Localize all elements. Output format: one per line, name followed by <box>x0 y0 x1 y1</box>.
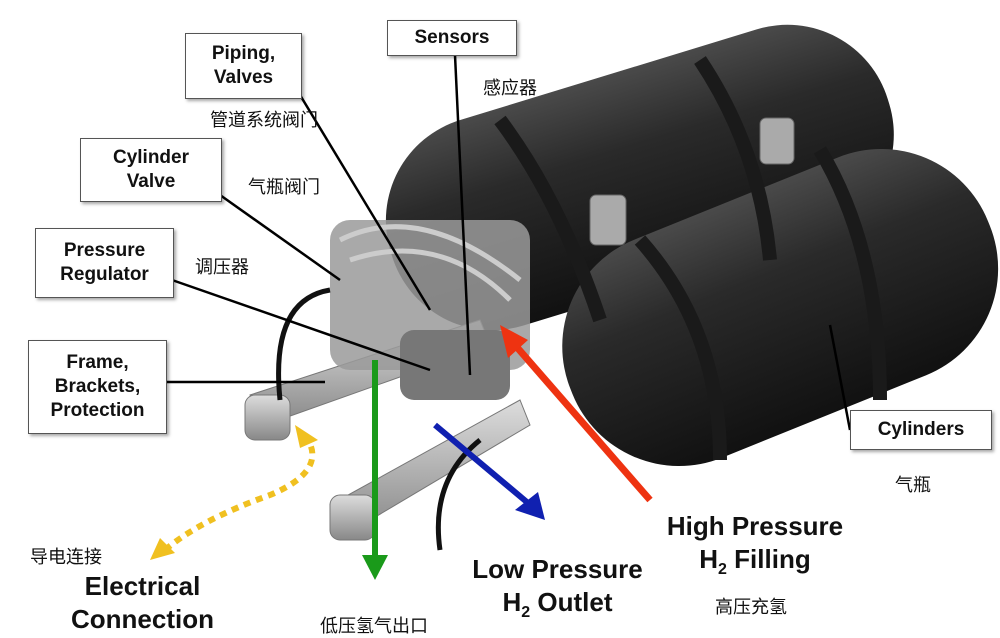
cylinder-valve-cn: 气瓶阀门 <box>248 177 320 198</box>
piping-cn: 管道系统阀门 <box>210 110 318 131</box>
low-pressure-arrow <box>362 360 388 580</box>
label-line: Regulator <box>60 264 149 285</box>
front-cylinder <box>562 148 999 466</box>
electrical-arrow <box>150 425 318 560</box>
label-line: High Pressure <box>666 511 844 541</box>
high-pressure-cn: 高压充氢 <box>715 597 787 618</box>
h-symbol: H <box>502 587 522 617</box>
outlet-arrow <box>433 422 545 520</box>
brackets <box>589 117 795 246</box>
cylinders-cn: 气瓶 <box>895 475 931 496</box>
low-pressure-outlet-label: Low Pressure H2 Outlet <box>455 553 660 629</box>
subscript: 2 <box>718 561 727 579</box>
label-line: H2 Outlet <box>455 586 660 629</box>
label-line: Brackets, <box>54 376 141 397</box>
sensors-cn: 感应器 <box>483 78 537 99</box>
pressure-regulator-label: Pressure Regulator <box>35 228 174 298</box>
sensors-label: Sensors <box>387 20 517 56</box>
label-line: Frame, <box>66 352 129 373</box>
low-pressure-cn: 低压氢气出口 <box>320 616 428 637</box>
label-line: Cylinders <box>877 419 965 440</box>
label-line: Sensors <box>414 27 490 48</box>
label-line: Connection <box>71 604 214 634</box>
label-line: Protection <box>50 400 145 421</box>
valve-assembly <box>276 220 530 551</box>
cylinders-label: Cylinders <box>850 410 992 450</box>
pressure-regulator-cn: 调压器 <box>195 257 249 278</box>
h-symbol: H <box>699 544 719 574</box>
cylinder-valve-label: Cylinder Valve <box>80 138 222 202</box>
label-line: Piping, <box>211 43 276 64</box>
label-line: Low Pressure <box>472 554 643 584</box>
electrical-cn: 导电连接 <box>30 547 102 568</box>
filling-arrow <box>500 325 653 503</box>
straps <box>494 56 887 461</box>
label-line: H2 Filling <box>650 543 860 586</box>
high-pressure-filling-label: High Pressure H2 Filling <box>650 510 860 586</box>
subscript: 2 <box>521 604 531 622</box>
label-line: Cylinder <box>112 147 190 168</box>
frame-label: Frame, Brackets, Protection <box>28 340 167 434</box>
label-line: Electrical <box>84 571 201 601</box>
piping-valves-label: Piping, Valves <box>185 33 302 99</box>
leader-lines <box>165 54 852 431</box>
label-text: Filling <box>726 544 811 574</box>
label-line: Valve <box>126 171 176 192</box>
label-text: Outlet <box>530 587 613 617</box>
electrical-connection-label: Electrical Connection <box>55 570 230 636</box>
label-line: Valves <box>213 67 274 88</box>
label-line: Pressure <box>63 240 146 261</box>
